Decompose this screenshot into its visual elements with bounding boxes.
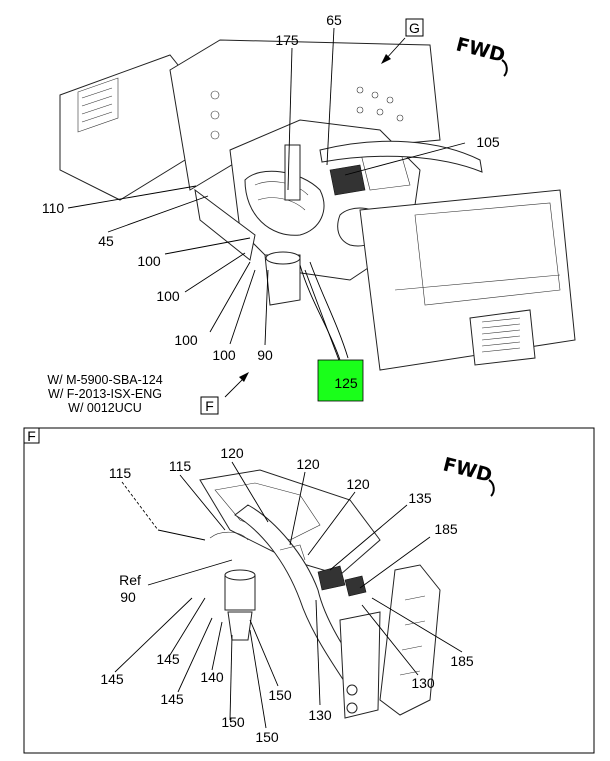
- callout-100-a: 100: [137, 253, 161, 269]
- detail-view-illustration: [199, 469, 441, 719]
- callout-90: 90: [257, 347, 273, 363]
- detail-view-f-frame: F: [23, 427, 595, 754]
- callout-185-a: 185: [434, 521, 458, 537]
- callout-110: 110: [42, 200, 65, 216]
- callout-150-b: 150: [221, 714, 245, 730]
- callout-ref-90: 90: [120, 589, 136, 605]
- callout-150-a: 150: [268, 687, 292, 703]
- callout-145-c: 145: [160, 691, 184, 707]
- callout-120-b: 120: [296, 456, 320, 472]
- top-callouts: 175 65 105 110 45 100 100 100 100 90: [42, 12, 500, 363]
- callout-130-a: 130: [411, 675, 435, 691]
- fwd-indicator-detail: FWD: [441, 454, 495, 497]
- note-line-1: W/ M-5900-SBA-124: [47, 373, 162, 387]
- callout-100-c: 100: [174, 332, 198, 348]
- callout-125-highlight: 125: [317, 359, 364, 402]
- view-arrow-g: G: [381, 18, 424, 64]
- callout-145-b: 145: [156, 651, 180, 667]
- callout-100-b: 100: [156, 288, 180, 304]
- callout-ref: Ref: [119, 572, 141, 588]
- detail-callouts: 115 115 120 120 120 135 185 185 130 130 …: [100, 445, 474, 745]
- note-line-2: W/ F-2013-ISX-ENG: [48, 387, 162, 401]
- applicability-notes: W/ M-5900-SBA-124 W/ F-2013-ISX-ENG W/ 0…: [47, 373, 162, 415]
- callout-175: 175: [275, 32, 299, 48]
- callout-185-b: 185: [450, 653, 474, 669]
- callout-105: 105: [476, 134, 500, 150]
- fwd-label-top: FWD: [454, 34, 508, 67]
- top-view-leaders: [67, 27, 466, 364]
- callout-145-a: 145: [100, 671, 124, 687]
- callout-125: 125: [334, 375, 358, 391]
- callout-45: 45: [98, 233, 114, 249]
- callout-140: 140: [200, 669, 224, 685]
- callout-120-c: 120: [346, 476, 370, 492]
- note-line-3: W/ 0012UCU: [68, 401, 142, 415]
- fwd-label-detail: FWD: [441, 454, 495, 487]
- detail-frame-tag: F: [27, 428, 36, 444]
- callout-135: 135: [408, 490, 432, 506]
- view-arrow-f: F: [200, 372, 249, 415]
- callout-65: 65: [326, 12, 342, 28]
- callout-150-c: 150: [255, 729, 279, 745]
- fwd-indicator-top: FWD: [454, 34, 508, 77]
- callout-120-a: 120: [220, 445, 244, 461]
- callout-115-a: 115: [109, 465, 132, 481]
- view-tag-g: G: [409, 20, 420, 36]
- callout-100-d: 100: [212, 347, 236, 363]
- detail-leaders: [114, 461, 463, 729]
- top-view-illustration: [59, 39, 576, 371]
- callout-130-b: 130: [308, 707, 332, 723]
- view-tag-f: F: [205, 398, 214, 414]
- callout-115-b: 115: [169, 458, 192, 474]
